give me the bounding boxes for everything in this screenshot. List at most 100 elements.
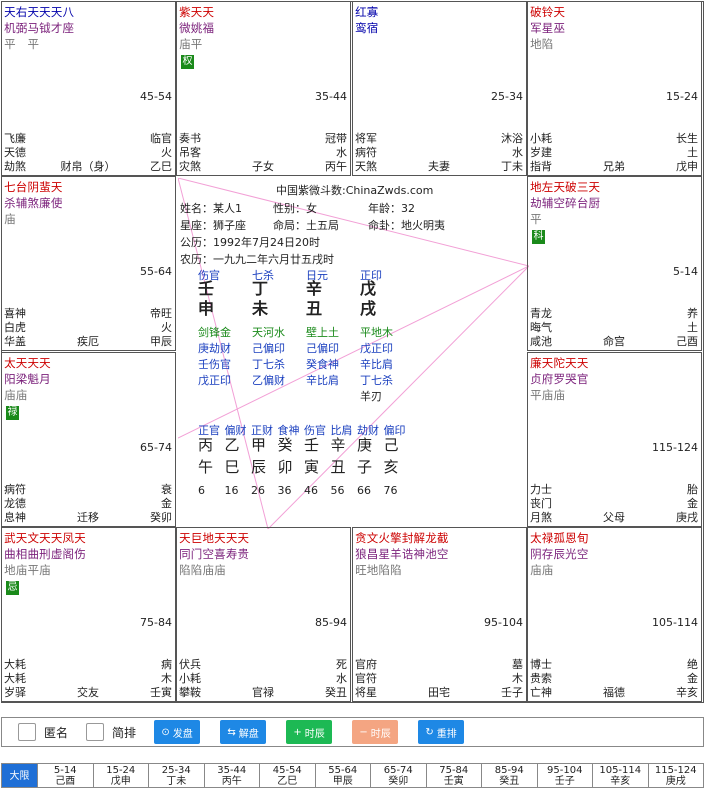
palace-ganzhi: 庚戌 <box>676 511 698 524</box>
daxian-ganzhi: 壬子 <box>554 776 575 787</box>
god-1: 大耗 <box>4 658 26 671</box>
star-row: 太天天天 <box>4 356 51 370</box>
pillar-hidden-1: 己偏印 <box>252 342 285 355</box>
pillar-god: 七杀 <box>252 269 274 282</box>
god-2: 龙德 <box>4 497 26 510</box>
palace-name: 福德 <box>603 686 625 699</box>
growth-stage: 绝 <box>687 658 698 671</box>
god-1: 博士 <box>530 658 552 671</box>
interpret-button[interactable]: ⇆解盘 <box>220 720 267 744</box>
ziwei-chart: 中国紫微斗数:ChinaZwds.com 姓名：某人1 性别：女 年龄：32 星… <box>1 1 704 703</box>
rearrange-button[interactable]: ↻重排 <box>418 720 465 744</box>
star-row: 庙庙 <box>530 563 554 577</box>
palace-ganzhi: 戊申 <box>676 160 698 173</box>
luck-branch: 辰 <box>251 458 267 476</box>
ming-gua: 命卦：地火明夷 <box>368 219 445 232</box>
palace-ganzhi: 甲辰 <box>150 335 172 348</box>
simple-layout-checkbox[interactable] <box>86 723 105 741</box>
god-3: 将星 <box>355 686 377 699</box>
star-row: 天巨地天天天 <box>179 531 250 545</box>
star-row: 旺地陷陷 <box>355 563 402 577</box>
daxian-ganzhi: 丙午 <box>221 776 242 787</box>
star-list: 天巨地天天天同门空喜寿贵陷陷庙庙 <box>179 531 249 578</box>
luck-age: 56 <box>330 484 345 497</box>
daxian-range: 25-34 <box>161 765 191 776</box>
god-3: 攀鞍 <box>179 686 201 699</box>
palace-name: 父母 <box>603 511 625 524</box>
god-1: 将军 <box>355 132 377 145</box>
daxian-ganzhi: 癸丑 <box>499 776 520 787</box>
luck-stem: 癸 <box>277 436 293 454</box>
luck-age: 26 <box>251 484 265 497</box>
element: 金 <box>687 497 698 510</box>
element: 金 <box>687 672 698 685</box>
star-row: 机弼马钺才座 <box>4 21 75 35</box>
luck-god: 偏印 <box>383 424 406 437</box>
god-2: 岁建 <box>530 146 552 159</box>
pillar-stem: 辛 <box>306 279 323 298</box>
star-row: 狼昌星羊诰神池空 <box>355 547 449 561</box>
sihua-badge: 忌 <box>6 581 19 595</box>
growth-stage: 帝旺 <box>150 307 172 320</box>
luck-age: 46 <box>304 484 318 497</box>
growth-stage: 临官 <box>150 132 172 145</box>
palace-name: 子女 <box>252 160 274 173</box>
element: 木 <box>512 672 523 685</box>
palace-name: 交友 <box>77 686 99 699</box>
palace-ganzhi: 丙午 <box>325 160 347 173</box>
god-3: 指背 <box>530 160 552 173</box>
luck-god: 食神 <box>277 424 300 437</box>
next-hour-button[interactable]: +时辰 <box>286 720 333 744</box>
center-info-panel: 中国紫微斗数:ChinaZwds.com 姓名：某人1 性别：女 年龄：32 星… <box>178 178 529 529</box>
publish-button[interactable]: ⊙发盘 <box>154 720 201 744</box>
site-title: 中国紫微斗数:ChinaZwds.com <box>276 184 434 197</box>
hide-name-checkbox[interactable] <box>18 723 36 741</box>
star-list: 地左天破三天劫辅空碎台厨平科 <box>530 180 600 244</box>
luck-branch: 亥 <box>383 458 399 476</box>
star-list: 七台阴蜚天杀辅煞廉使庙 <box>4 180 62 227</box>
prev-hour-button[interactable]: −时辰 <box>352 720 399 744</box>
element: 水 <box>512 146 523 159</box>
ming-ju: 命局：土五局 <box>273 219 339 232</box>
palace-ganzhi: 丁未 <box>501 160 523 173</box>
star-row: 微姚福 <box>179 21 214 35</box>
sihua-badge: 禄 <box>6 406 19 420</box>
luck-god: 伤官 <box>304 424 326 437</box>
luck-god: 正官 <box>198 424 220 437</box>
star-row: 贪文火擎封解龙截 <box>355 531 449 545</box>
plus-icon: + <box>293 726 302 738</box>
star-row: 平 <box>530 212 542 226</box>
god-3: 华盖 <box>4 335 26 348</box>
pillar-shensha: 羊刃 <box>360 390 382 403</box>
pillar-hidden-3: 丁七杀 <box>360 374 393 387</box>
growth-stage: 墓 <box>512 658 523 671</box>
palace-name: 夫妻 <box>428 160 450 173</box>
luck-age: 16 <box>224 484 239 497</box>
luck-branch: 卯 <box>277 458 293 476</box>
